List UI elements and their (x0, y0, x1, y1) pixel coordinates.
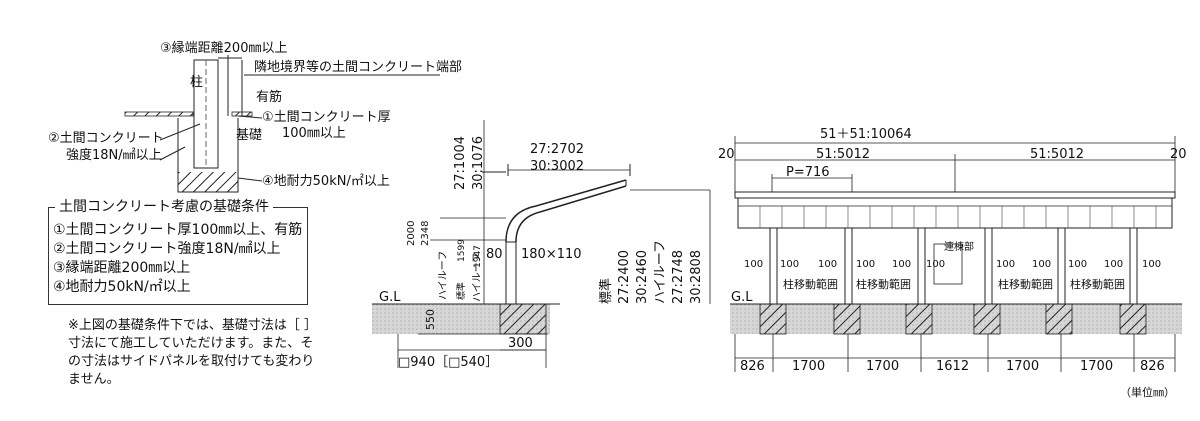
side-view (372, 120, 711, 368)
post-size-label: 180×110 (521, 247, 582, 262)
high-roof-side-label: ハイルーフ (438, 251, 449, 300)
move-range-label: 柱移動範囲 (998, 277, 1053, 291)
high-30-label: 30:2808 (689, 250, 704, 304)
member-label: 80 (486, 247, 503, 262)
connect-label: 連棟部 (944, 240, 974, 253)
std-label: 標準 (598, 278, 614, 304)
pitch-label: P=716 (786, 165, 830, 180)
condition-item: ①土間コンクリート厚100㎜以上、有筋 (53, 222, 303, 238)
embed-label: 550 (424, 309, 437, 330)
h-2348-label: 2348 (420, 221, 431, 246)
depth-27-label: 27:2702 (530, 142, 584, 157)
foundation-conditions-box: 土間コンクリート考慮の基礎条件 ①土間コンクリート厚100㎜以上、有筋 ②土間コ… (48, 199, 308, 305)
half-left-label: 51:5012 (816, 147, 870, 162)
span-label: 1700 (792, 359, 825, 374)
unit-label: （単位㎜） (1120, 385, 1175, 399)
span-label: 1700 (1080, 359, 1113, 374)
arrow-label: 100 (1068, 259, 1087, 270)
move-arrows: 100 100 100 100 100 100 100 100 100 100 … (744, 259, 1161, 270)
condition-item: ②土間コンクリート強度18N/㎟以上 (53, 241, 281, 257)
gl-label-side: G.L (379, 290, 401, 305)
conditions-title: 土間コンクリート考慮の基礎条件 (55, 199, 273, 215)
arrow-label: 100 (818, 259, 837, 270)
front-view (730, 136, 1182, 372)
condition-item: ③縁端距離200㎜以上 (53, 260, 191, 276)
span-label: 1700 (1006, 359, 1039, 374)
strength-label-1: ②土間コンクリート (48, 131, 164, 146)
span-label: 826 (1140, 359, 1165, 374)
arrow-label: 100 (1142, 259, 1161, 270)
footnote: ※上図の基礎条件下では、基礎寸法は［ ］寸法にて施工していただけます。また、その… (68, 318, 318, 387)
total-width-label: 51＋51:10064 (820, 127, 912, 142)
rebar-label: 有筋 (256, 89, 282, 105)
high-27-label: 27:2748 (671, 250, 686, 304)
high-roof-label: ハイルーフ (653, 240, 668, 304)
arrow-label: 100 (856, 259, 875, 270)
high-roof-side-label-2: ハイルーフ (472, 253, 483, 302)
gl-label-front: G.L (731, 290, 753, 305)
pillar-label: 柱 (190, 75, 203, 90)
std-height-30-label: 30:2460 (635, 250, 650, 304)
boundary-label: 隣地境界等の土間コンクリート端部 (254, 59, 462, 75)
half-right-label: 51:5012 (1030, 147, 1084, 162)
span-label: 1700 (866, 359, 899, 374)
offset-label: 300 (508, 336, 533, 351)
arrow-label: 100 (892, 259, 911, 270)
strength-label-2: 強度18N/㎟以上 (66, 147, 162, 163)
edge-right-label: 20 (1170, 147, 1187, 162)
arrow-label: 100 (780, 259, 799, 270)
height-30-label: 30:1076 (471, 136, 486, 190)
conditions-list: ①土間コンクリート厚100㎜以上、有筋 ②土間コンクリート強度18N/㎟以上 ③… (53, 221, 302, 297)
h-1599-label: 1599 (457, 239, 467, 262)
foundation-size-label: □940［□540］ (398, 355, 498, 370)
h-1947-label: 1947 (473, 245, 483, 268)
height-27-label: 27:1004 (453, 136, 468, 190)
edge-distance-label: ③縁端距離200㎜以上 (160, 40, 287, 56)
edge-left-label: 20 (718, 147, 735, 162)
bearing-label: ④地耐力50kN/㎡以上 (262, 174, 390, 189)
arrow-label: 100 (1104, 259, 1123, 270)
condition-item: ④地耐力50kN/㎡以上 (53, 279, 191, 295)
depth-30-label: 30:3002 (530, 159, 584, 174)
h-2000-label: 2000 (406, 221, 417, 246)
std-side-label: 標準 (455, 282, 467, 300)
span-label: 826 (740, 359, 765, 374)
slab-thickness-label-1: ①土間コンクリート厚 (262, 110, 391, 125)
arrow-label: 100 (926, 259, 945, 270)
foundation-detail (124, 55, 440, 193)
move-range-label: 柱移動範囲 (783, 277, 838, 291)
arrow-label: 100 (996, 259, 1015, 270)
foundation-label: 基礎 (236, 128, 262, 143)
arrow-label: 100 (744, 259, 763, 270)
std-height-27-label: 27:2400 (617, 250, 632, 304)
slab-thickness-label-2: 100㎜以上 (282, 126, 346, 141)
move-range-label: 柱移動範囲 (1070, 277, 1125, 291)
span-label: 1612 (936, 359, 969, 374)
move-range-label: 柱移動範囲 (856, 277, 911, 291)
arrow-label: 100 (1032, 259, 1051, 270)
